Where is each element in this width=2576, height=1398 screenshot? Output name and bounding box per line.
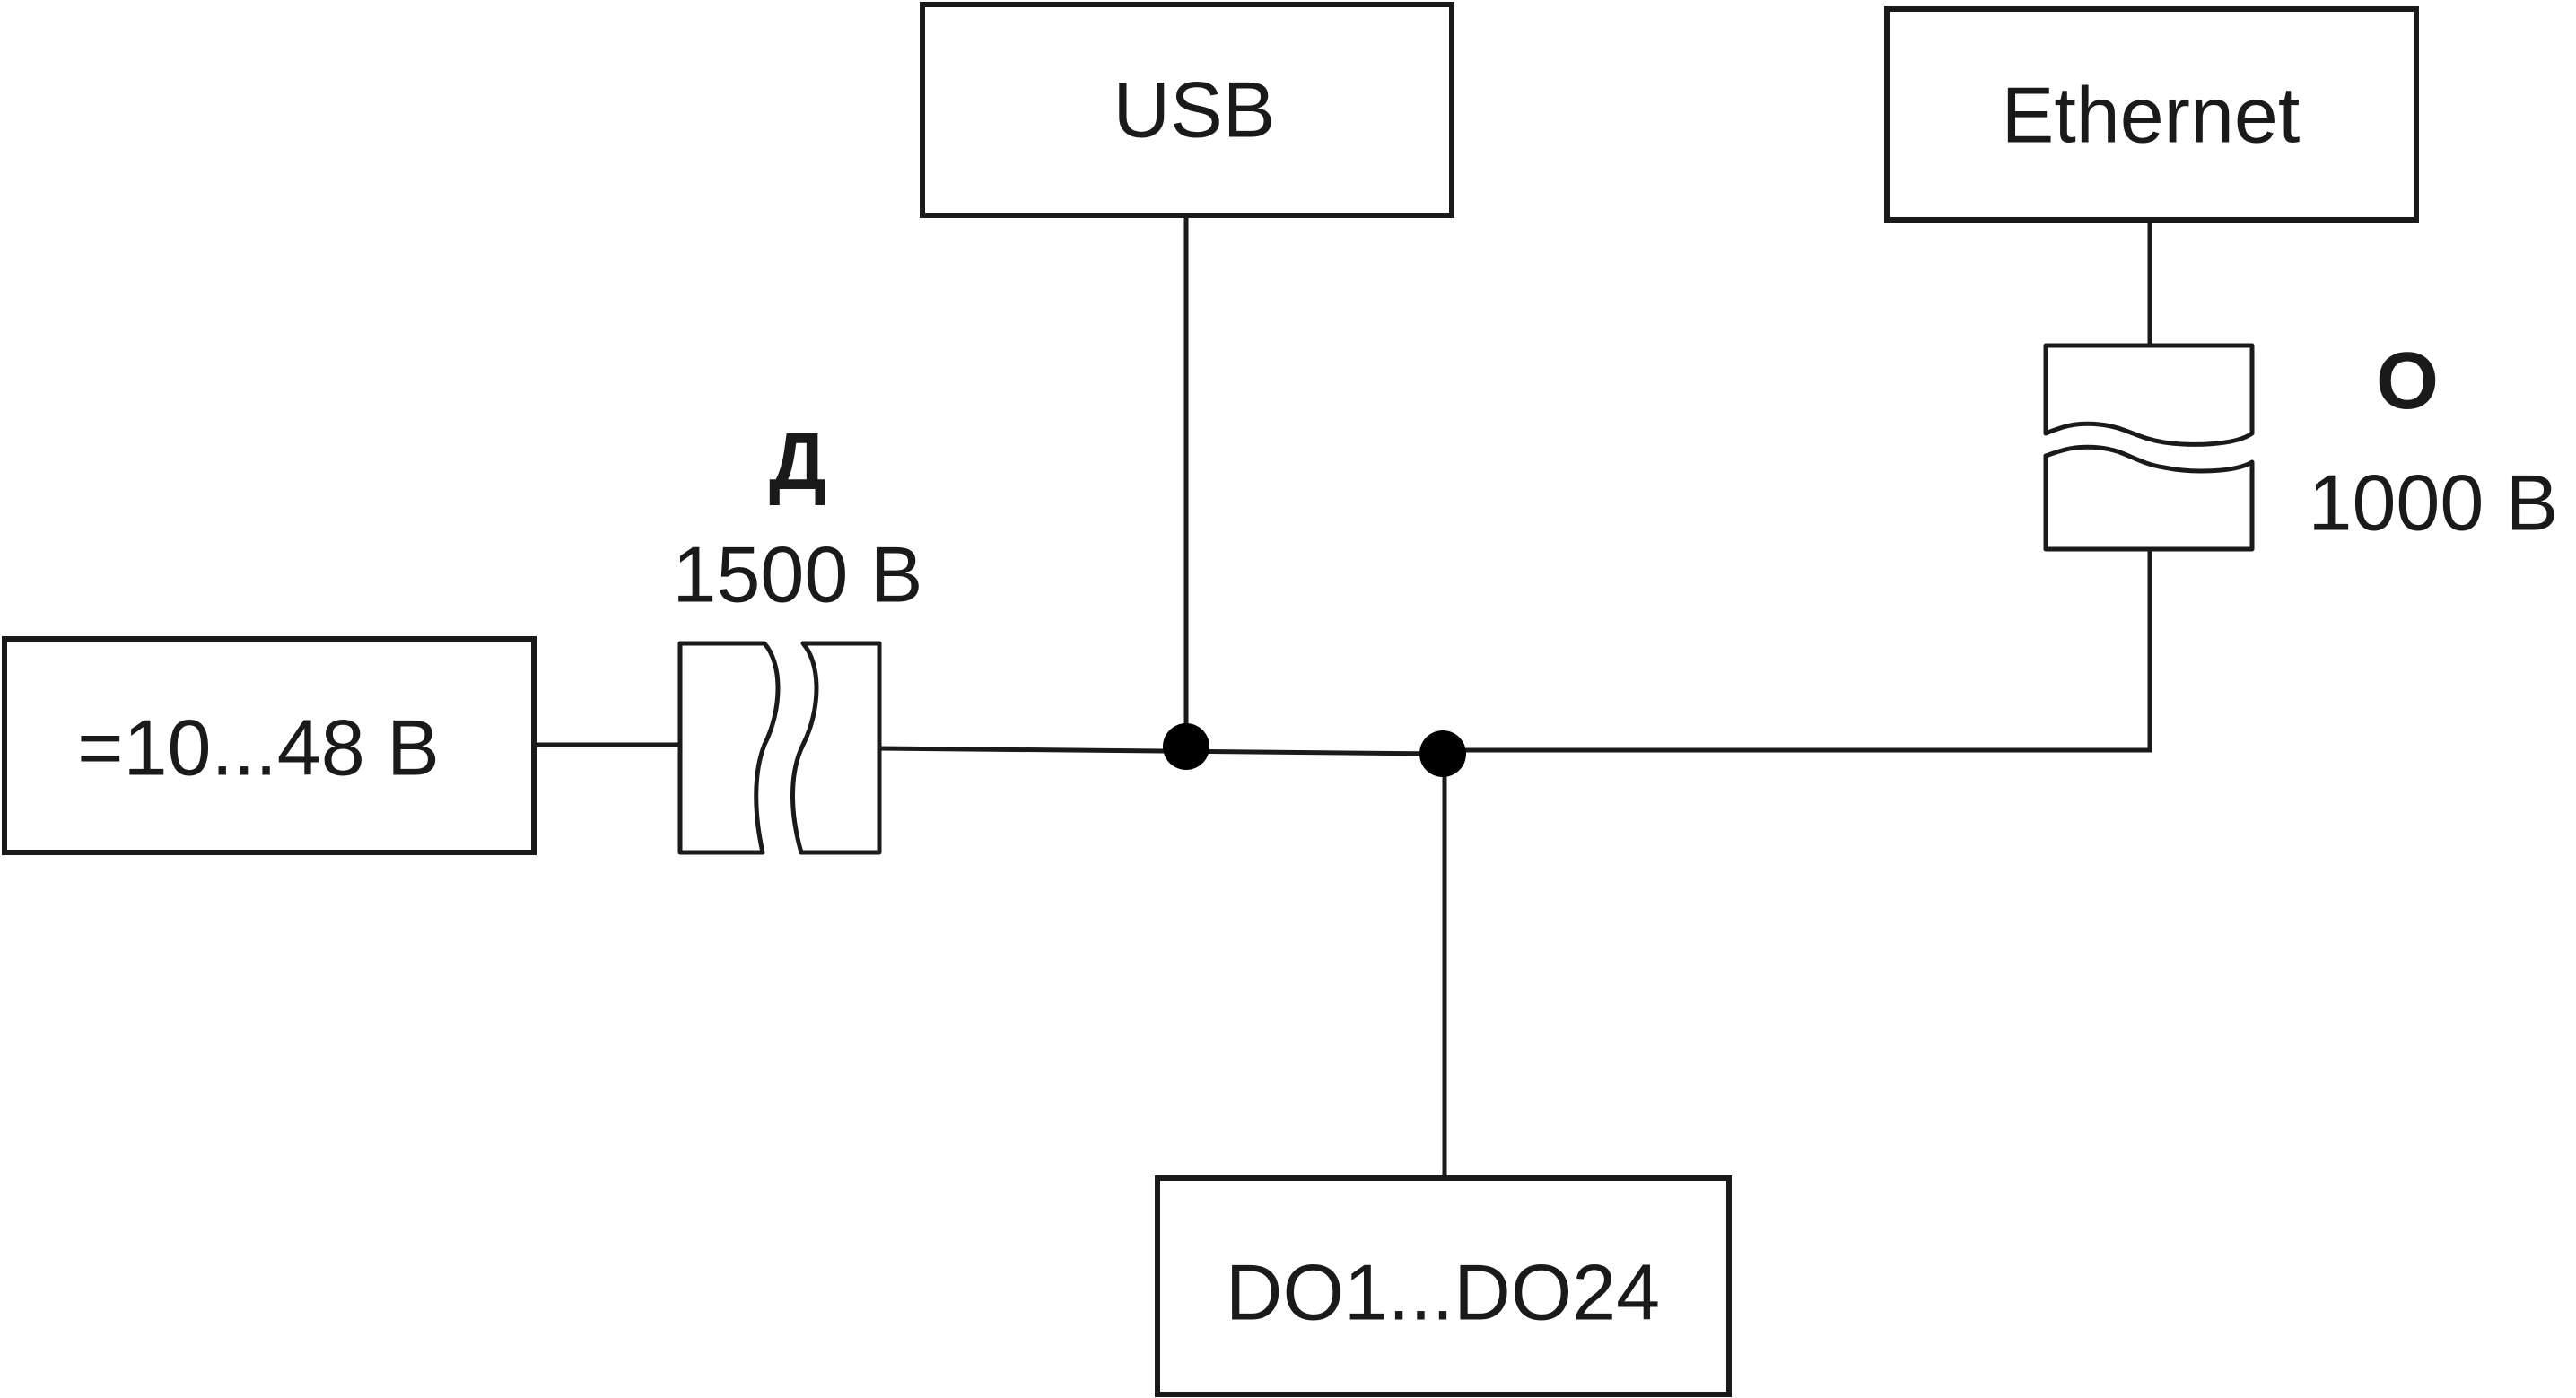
power-isolation-type: Д <box>769 417 826 507</box>
power-supply-label: =10...48 B <box>77 703 440 792</box>
outputs-label: DO1...DO24 <box>1226 1248 1660 1337</box>
power-isolation-barrier <box>677 641 882 855</box>
ethernet-isolation-type: О <box>2376 336 2439 426</box>
usb-block: USB <box>920 2 1454 218</box>
power-barrier-right-half <box>790 641 882 855</box>
ethernet-bottom-wire <box>1443 549 2152 753</box>
ethernet-barrier-bottom-half <box>2043 444 2255 552</box>
outputs-block: DO1...DO24 <box>1155 1175 1732 1397</box>
junction-usb <box>1163 723 1209 770</box>
usb-label: USB <box>1113 66 1276 154</box>
power-isolation-voltage: 1500 B <box>673 530 923 619</box>
ethernet-isolation-barrier <box>2043 343 2255 552</box>
ethernet-label: Ethernet <box>2002 71 2301 160</box>
ethernet-barrier-top-half <box>2043 343 2255 447</box>
power-supply-block: =10...48 B <box>2 636 537 855</box>
ethernet-block: Ethernet <box>1884 6 2419 223</box>
power-barrier-left-half <box>677 641 781 855</box>
main-bus-wire <box>878 746 1444 756</box>
junction-outputs <box>1419 730 1466 777</box>
ethernet-isolation-voltage: 1000 B <box>2309 459 2559 547</box>
